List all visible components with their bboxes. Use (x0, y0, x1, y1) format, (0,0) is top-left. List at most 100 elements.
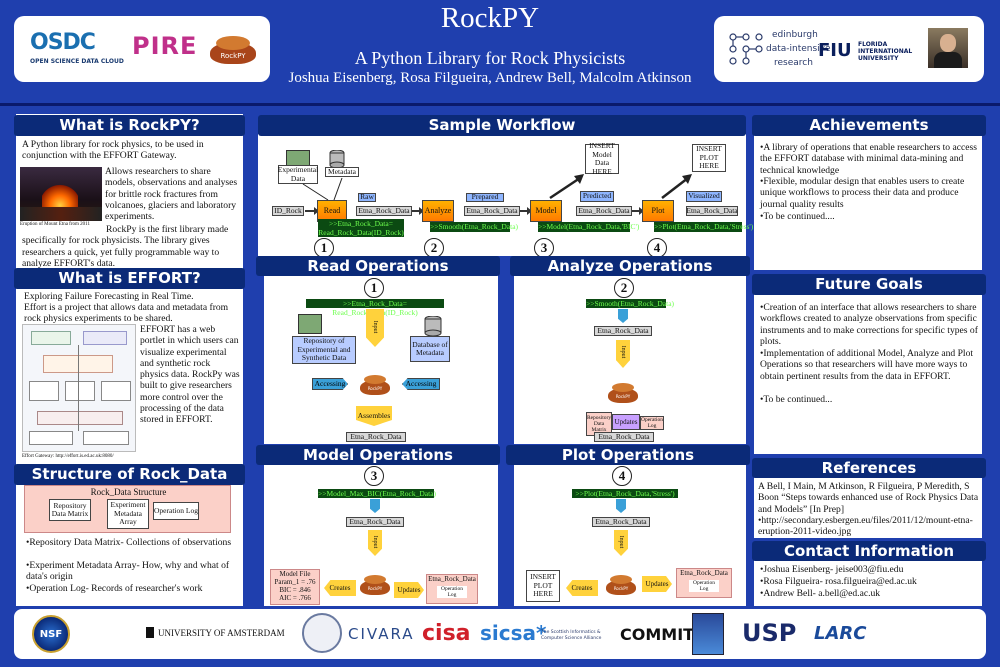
achievements-title: Achievements (752, 115, 986, 136)
fiu-logo-2: INTERNATIONAL (858, 48, 913, 55)
contact-title: Contact Information (752, 541, 986, 561)
contact-panel (754, 560, 982, 606)
rockpy-pie-label: RockPY (220, 52, 246, 60)
seal-logo (302, 613, 342, 653)
future-goal-2: •Implementation of additional Model, Ana… (760, 348, 974, 382)
nsf-logo-text: NSF (39, 629, 63, 640)
future-panel (754, 294, 982, 454)
plot-ops-updates: Updates (642, 576, 672, 592)
plot-ops-code: >>Plot(Etna_Rock_Data,'Stress') (572, 489, 678, 498)
model-ops-arrow-1 (370, 499, 380, 513)
wf-etna-3: Etna_Rock_Data (576, 206, 632, 216)
wf-model-step: Model (530, 200, 562, 222)
what-is-rockpy-rest: RockPy is the first library made specifi… (22, 224, 229, 269)
contact-1: •Joshua Eisenberg- jeise003@fiu.edu (760, 564, 904, 575)
model-file-title: Model File (279, 570, 311, 578)
osdc-logo-sub: OPEN SCIENCE DATA CLOUD (30, 58, 124, 65)
plot-ops-number: 4 (612, 466, 632, 486)
plot-ops-insert-plot: INSERT PLOT HERE (526, 570, 560, 602)
model-ops-pie-icon: RockPY (360, 574, 390, 596)
plot-ops-pie-label: RockPY (613, 586, 629, 591)
model-file-param: Param_1 = .76 (274, 578, 316, 586)
wf-predicted-tag: Predicted (580, 191, 614, 202)
what-is-effort-intro: Exploring Failure Forecasting in Real Ti… (24, 291, 194, 302)
analyze-ops-pie-label: RockPY (615, 394, 631, 399)
plot-ops-arrow-1 (616, 499, 626, 513)
etna-eruption-photo (20, 167, 102, 221)
fiu-logo-3: UNIVERSITY (858, 55, 899, 62)
osdc-logo: OSDC (30, 30, 96, 55)
plot-ops-oplog: Operation Log (689, 580, 719, 592)
pire-logo: PIRE (132, 32, 198, 60)
effort-gateway-diagram (22, 324, 136, 452)
commit-logo: COMMIT/ (620, 625, 700, 644)
plot-ops-etna2-box: Etna_Rock_Data Operation Log (676, 568, 732, 598)
model-file-box: Model File Param_1 = .76 BIC = .846 AIC … (270, 569, 320, 605)
etna-photo-caption: Eruption of Mount Etna from 2011 (20, 222, 90, 227)
nsf-logo: NSF (32, 615, 70, 653)
structure-box-repository: Repository Data Matrix (49, 499, 91, 521)
model-ops-title: Model Operations (256, 445, 500, 465)
read-ops-db-icon (424, 316, 442, 336)
read-ops-pie-icon: RockPY (360, 374, 390, 396)
wf-etna-1: Etna_Rock_Data (356, 206, 412, 216)
read-ops-result: Etna_Rock_Data (346, 432, 406, 442)
model-ops-etna: Etna_Rock_Data (346, 517, 404, 527)
reference-1: A Bell, I Main, M Atkinson, R Filgueira,… (758, 481, 979, 515)
model-ops-oplog: Operation Log (437, 586, 467, 598)
read-ops-accessing-2: Accessing (402, 378, 440, 390)
analyze-ops-result: Etna_Rock_Data (594, 432, 654, 442)
sicsa-logo-sub: The Scottish Informatics & Computer Scie… (541, 630, 602, 641)
what-is-rockpy-title: What is RockPY? (14, 115, 245, 136)
wf-etna-4: Etna_Rock_Data (686, 205, 738, 216)
read-ops-db: Database of Metadata (410, 336, 450, 362)
read-ops-pie-label: RockPY (367, 386, 383, 391)
wf-visualized-tag: Visualized (686, 191, 722, 202)
wf-code-4: >>Plot(Etna_Rock_Data,'Stress') (654, 222, 754, 232)
wf-arrow-4 (632, 207, 644, 215)
wf-plot-step: Plot (642, 200, 674, 222)
read-ops-number: 1 (364, 278, 384, 298)
plot-ops-creates: Creates (566, 580, 598, 596)
analyze-ops-title: Analyze Operations (510, 256, 750, 276)
read-ops-assembles: Assembles (356, 406, 392, 426)
structure-bullet-2: •Experiment Metadata Array- How, why and… (26, 560, 230, 583)
footer-logos: NSF UNIVERSITY OF AMSTERDAM CIVARA cisa … (14, 609, 986, 659)
poster-title: RockPY (440, 2, 540, 34)
wf-etna-2: Etna_Rock_Data (464, 206, 520, 216)
wf-step-3-number: 3 (534, 238, 554, 258)
model-ops-code: >>Model_Max_BIC(Etna_Rock_Data) (318, 489, 437, 498)
what-is-effort-intro2: Effort is a project that allows data and… (24, 302, 229, 325)
header-divider (0, 103, 1000, 106)
achievement-1: •A library of operations that enable res… (760, 142, 977, 176)
plot-ops-input-label: Input (618, 535, 625, 549)
read-ops-repo-icon (298, 314, 322, 334)
plot-ops-etna: Etna_Rock_Data (592, 517, 650, 527)
analyze-ops-input-arrow (616, 340, 630, 368)
wf-code-2: >>Smooth(Etna_Rock_Data) (430, 222, 519, 232)
model-ops-input-arrow (368, 530, 382, 556)
achievement-2: •Flexible, modular design that enables u… (760, 176, 965, 210)
what-is-effort-title: What is EFFORT? (14, 268, 245, 289)
analyze-ops-code: >>Smooth(Etna_Rock_Data) (586, 299, 675, 308)
plot-ops-title: Plot Operations (506, 445, 750, 465)
wf-metadata: Metadata (325, 167, 359, 177)
wf-insert-model: INSERT Model Data HERE (585, 141, 619, 175)
metadata-db-icon (329, 150, 345, 168)
analyze-ops-oplog: Operation Log (640, 416, 664, 430)
wf-step-1-number: 1 (314, 238, 334, 258)
read-ops-title: Read Operations (256, 256, 500, 276)
rock-data-structure-diagram: Rock_Data Structure Repository Data Matr… (24, 485, 231, 533)
analyze-ops-arrow-1 (618, 309, 628, 323)
model-file-aic: AIC = .766 (279, 594, 311, 602)
wf-arrow-1 (305, 207, 319, 215)
plot-ops-pie-icon: RockPY (606, 574, 636, 596)
header-logos-right: edinburgh data-intensive research FIU FL… (714, 16, 984, 82)
future-title: Future Goals (752, 274, 986, 295)
amsterdam-logo: UNIVERSITY OF AMSTERDAM (158, 628, 285, 638)
model-ops-number: 3 (364, 466, 384, 486)
read-ops-code: >>Etna_Rock_Data= Read_Rock_Data(ID_Rock… (306, 299, 444, 317)
author-photo (928, 28, 968, 68)
civara-logo: CIVARA (348, 625, 415, 643)
model-ops-updates: Updates (394, 582, 424, 598)
